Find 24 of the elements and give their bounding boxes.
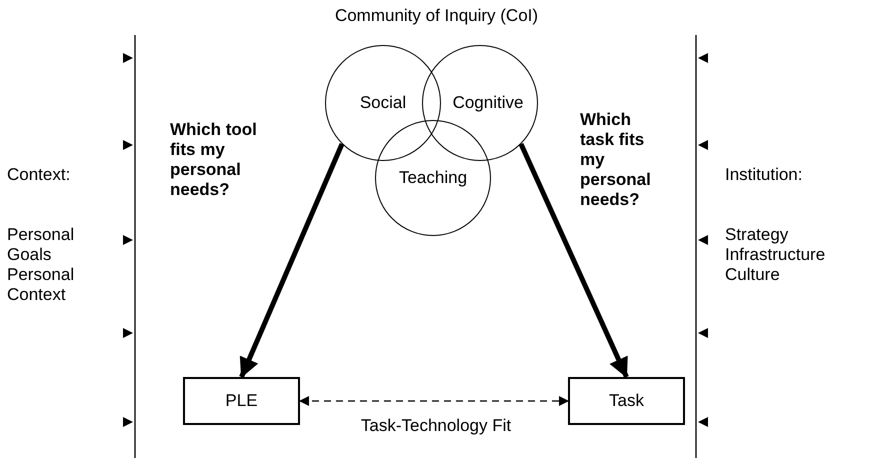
section-heading: Context:	[7, 165, 72, 185]
arrow	[239, 143, 344, 378]
arrow	[518, 142, 629, 378]
node-label: Teaching	[398, 168, 468, 188]
diagram-title: Community of Inquiry (CoI)	[334, 6, 540, 26]
arrow	[299, 396, 569, 406]
list-item: Personal Context	[7, 265, 76, 305]
list-item: Strategy	[725, 225, 790, 245]
list-item: Culture	[725, 265, 781, 285]
list-item: Personal Goals	[7, 225, 76, 265]
edge-label: Which task fits my personal needs?	[580, 110, 652, 210]
process-box	[183, 377, 300, 425]
node-label: Cognitive	[452, 93, 524, 113]
process-box	[568, 377, 685, 425]
venn-circle	[422, 45, 538, 161]
node-label: Task	[609, 391, 644, 411]
list-item: Infrastructure	[725, 245, 826, 265]
edge-label: Which tool fits my personal needs?	[170, 120, 258, 200]
section-heading: Institution:	[725, 165, 804, 185]
venn-circle	[325, 45, 441, 161]
node-label: Social	[360, 93, 406, 113]
edge-label: Task-Technology Fit	[360, 416, 512, 436]
node-label: PLE	[225, 391, 258, 411]
venn-circle	[375, 120, 491, 236]
